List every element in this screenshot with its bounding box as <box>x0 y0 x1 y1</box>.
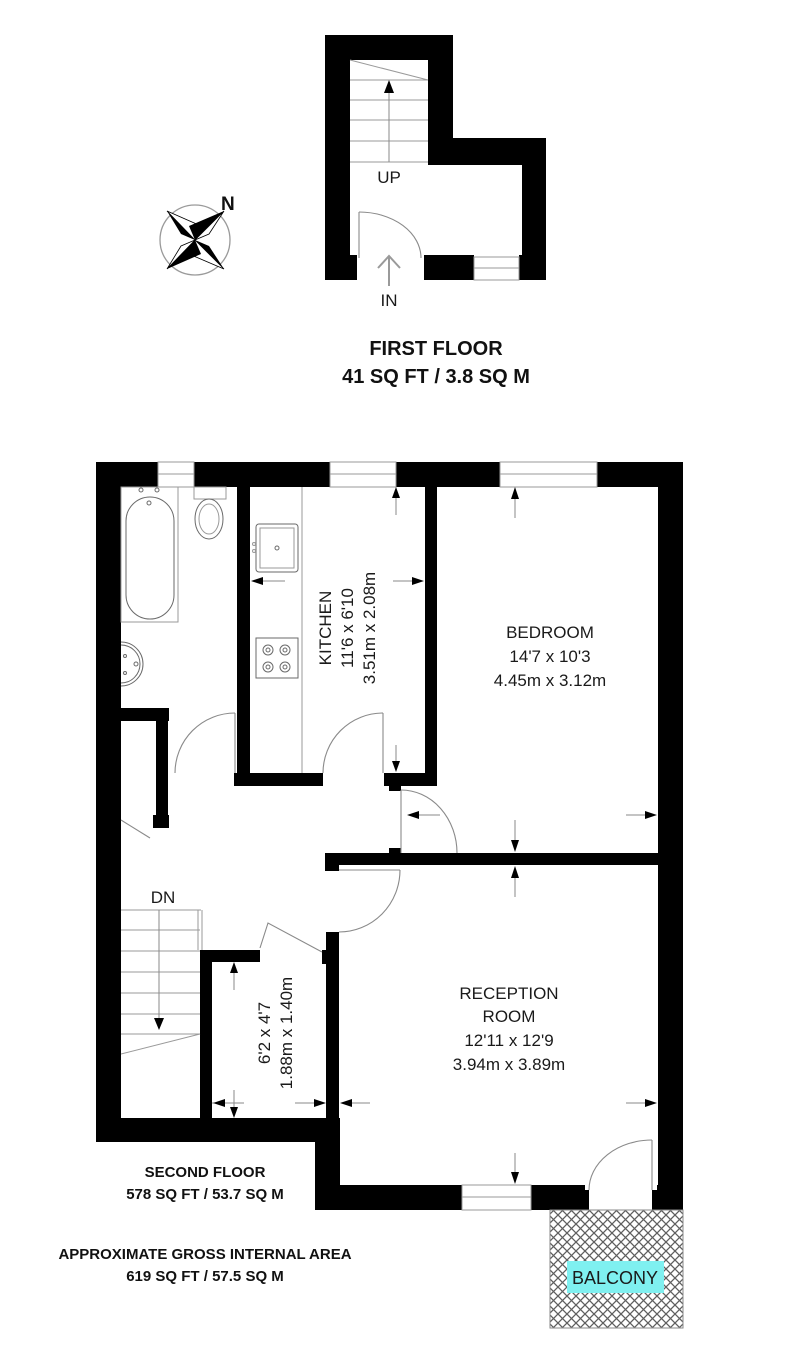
kitchen-metric: 3.51m x 2.08m <box>360 572 379 684</box>
reception-name-line2: ROOM <box>483 1007 536 1026</box>
washbasin-icon <box>120 641 144 687</box>
kitchen-label: KITCHEN 11'6 x 6'10 3.51m x 2.08m <box>316 572 379 684</box>
sink-icon <box>252 523 299 573</box>
bedroom-imperial: 14'7 x 10'3 <box>509 647 590 666</box>
stairs-up-label: UP <box>377 168 401 187</box>
first-floor-plan <box>325 35 546 286</box>
storage-metric: 1.88m x 1.40m <box>277 977 296 1089</box>
total-area-value: 619 SQ FT / 57.5 SQ M <box>126 1268 284 1285</box>
bedroom-metric: 4.45m x 3.12m <box>494 671 606 690</box>
north-label: N <box>221 194 235 215</box>
reception-imperial: 12'11 x 12'9 <box>464 1031 553 1050</box>
balcony-label: BALCONY <box>572 1268 658 1288</box>
compass-icon <box>159 204 231 276</box>
bedroom-name: BEDROOM <box>506 623 594 642</box>
stairs-down-label: DN <box>151 888 176 907</box>
kitchen-imperial: 11'6 x 6'10 <box>338 588 357 668</box>
entry-label: IN <box>381 291 398 310</box>
first-floor-area: 41 SQ FT / 3.8 SQ M <box>342 366 530 388</box>
storage-label: 6'2 x 4'7 1.88m x 1.40m <box>255 977 296 1089</box>
first-floor-title: FIRST FLOOR <box>369 338 503 360</box>
toilet-icon <box>193 486 227 540</box>
second-floor-title: SECOND FLOOR <box>145 1164 266 1181</box>
second-floor-plan <box>96 461 684 1329</box>
bathtub-icon <box>120 486 179 623</box>
storage-imperial: 6'2 x 4'7 <box>255 1002 274 1064</box>
reception-name-line1: RECEPTION <box>459 984 558 1003</box>
kitchen-name: KITCHEN <box>316 591 335 666</box>
reception-metric: 3.94m x 3.89m <box>453 1055 565 1074</box>
second-floor-area: 578 SQ FT / 53.7 SQ M <box>126 1186 284 1203</box>
hob-icon <box>255 637 299 679</box>
balcony-label-highlight <box>567 1261 664 1293</box>
total-area-title: APPROXIMATE GROSS INTERNAL AREA <box>58 1246 351 1263</box>
